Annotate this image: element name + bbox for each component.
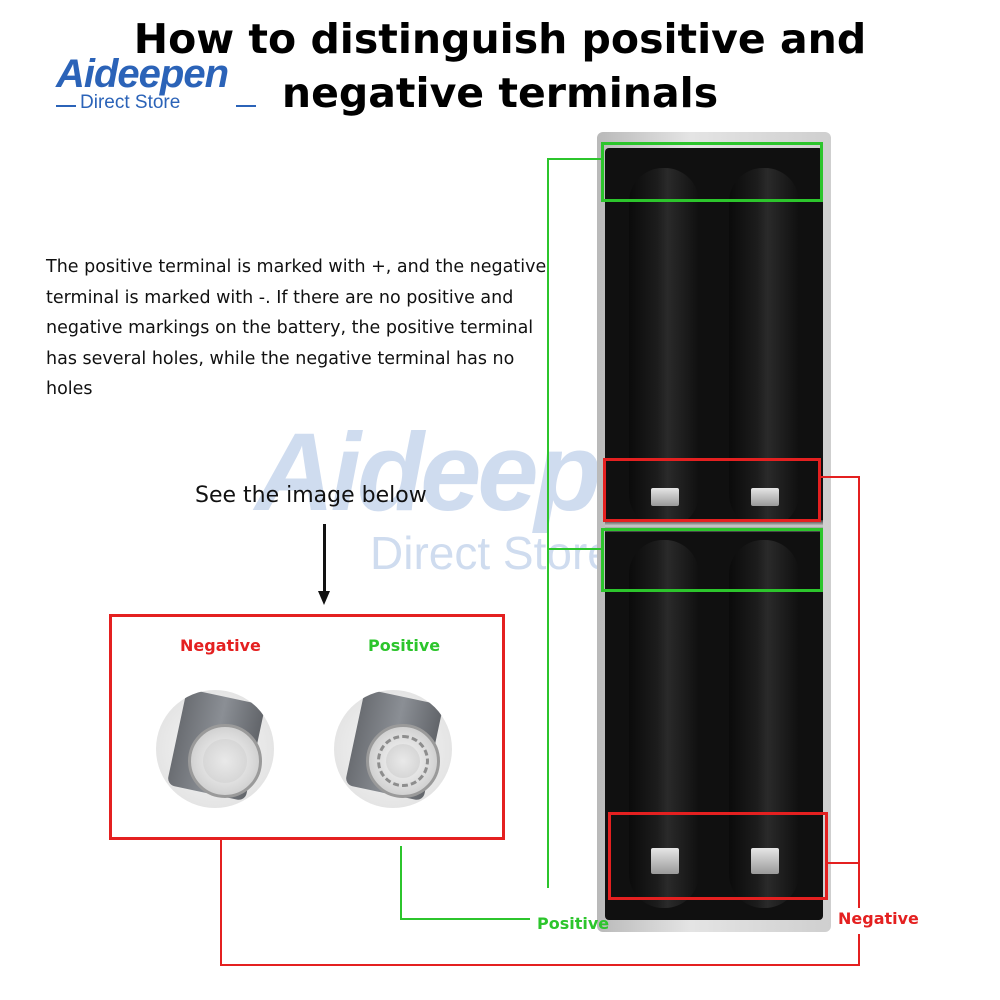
spring-contact — [751, 848, 779, 874]
spring-contact — [651, 488, 679, 506]
comparison-box — [109, 614, 505, 840]
positive-connector — [547, 548, 603, 550]
negative-highlight-bottom — [608, 812, 828, 900]
down-arrow-icon — [318, 591, 330, 605]
battery-slot — [729, 168, 799, 528]
brand-logo: Aideepen Direct Store — [50, 50, 280, 120]
holed-terminal — [386, 744, 420, 778]
negative-connector — [858, 934, 860, 966]
logo-subtitle: Direct Store — [80, 92, 181, 113]
holder-cavity — [605, 148, 823, 920]
logo-wordmark: Aideepen — [56, 52, 229, 96]
negative-label: Negative — [180, 636, 261, 655]
battery-slot — [629, 168, 699, 528]
positive-label: Positive — [368, 636, 441, 655]
flat-terminal — [203, 739, 247, 783]
positive-connector — [400, 846, 402, 920]
page-title: How to distinguish positive and negative… — [133, 15, 867, 117]
spring-contact — [651, 848, 679, 874]
positive-connector — [547, 158, 549, 888]
down-arrow-shaft — [323, 524, 326, 594]
negative-connector — [220, 840, 222, 966]
negative-connector — [828, 862, 860, 864]
positive-connector — [547, 158, 603, 160]
watermark-subtitle: Direct Store — [370, 527, 613, 579]
holder-negative-label: Negative — [838, 909, 919, 928]
battery-holder-photo — [597, 132, 831, 932]
logo-rule-right — [236, 105, 256, 107]
positive-cell-photo — [334, 690, 452, 808]
positive-connector — [400, 918, 530, 920]
holder-positive-label: Positive — [537, 914, 610, 933]
spring-contact — [751, 488, 779, 506]
cell-top — [188, 724, 262, 798]
negative-connector — [821, 476, 859, 478]
negative-cell-photo — [156, 690, 274, 808]
see-below-text: See the image below — [195, 483, 427, 508]
negative-connector — [220, 964, 860, 966]
holed-terminal-ring — [377, 735, 429, 787]
negative-highlight-middle — [603, 458, 821, 522]
positive-highlight-middle — [601, 528, 823, 592]
positive-highlight-top — [601, 142, 823, 202]
negative-connector — [858, 476, 860, 908]
description-text: The positive terminal is marked with +, … — [46, 257, 547, 399]
battery-slot — [629, 540, 699, 908]
logo-rule-left — [56, 105, 76, 107]
battery-slot — [729, 540, 799, 908]
